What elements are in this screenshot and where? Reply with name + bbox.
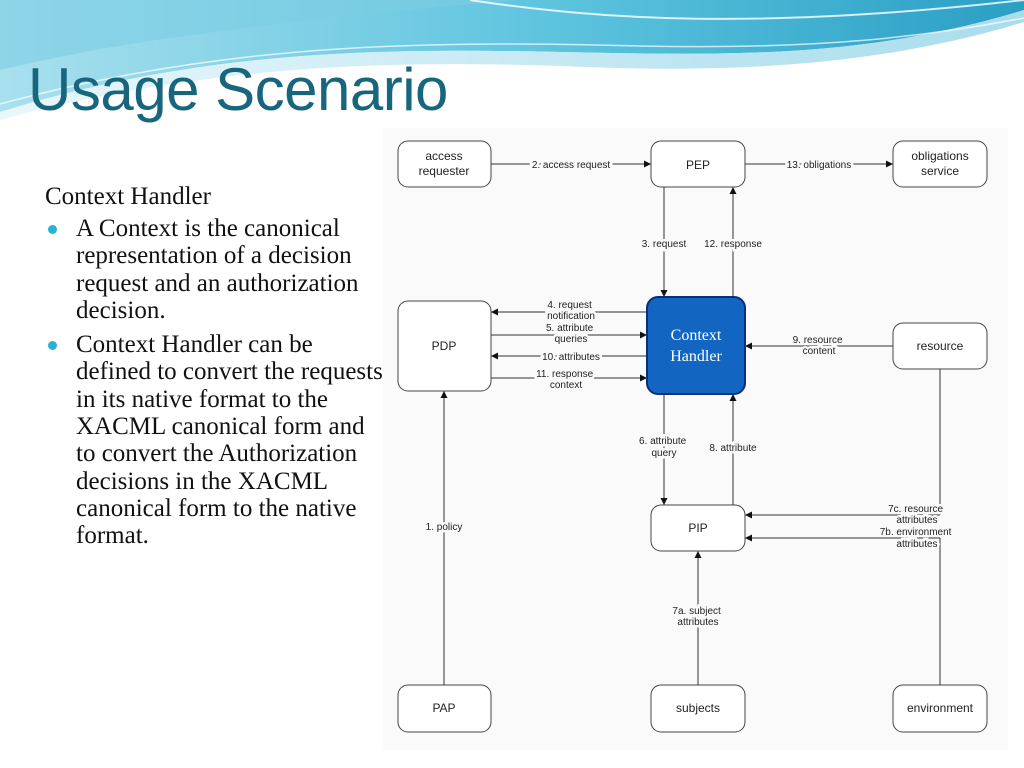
- edge-label-2: 2. access request: [532, 160, 611, 171]
- section-heading: Context Handler: [45, 183, 211, 210]
- edge-access-request: 2. access request: [491, 158, 651, 174]
- edge-attribute-query: 6. attribute query: [636, 394, 689, 505]
- node-pdp: PDP: [397, 300, 492, 392]
- svg-text:environment: environment: [907, 701, 974, 715]
- edge-label-6: 6. attribute query: [639, 436, 689, 459]
- edge-response: 12. response: [702, 187, 765, 297]
- bullet-text: A Context is the canonical representatio…: [76, 215, 359, 324]
- bullet-dot-icon: [48, 225, 57, 234]
- node-pep: PEP: [650, 140, 746, 188]
- edge-response-context: 11. response context: [491, 367, 647, 394]
- node-pip: PIP: [650, 504, 746, 552]
- diagram-background: [383, 128, 1008, 750]
- edge-request-notification: 4. request notification: [491, 298, 647, 325]
- slide-body: Context Handler A Context is the canonic…: [45, 182, 385, 557]
- node-pap: PAP: [397, 684, 492, 733]
- bullet-item: Context Handler can be defined to conver…: [45, 331, 385, 549]
- bullet-item: A Context is the canonical representatio…: [45, 215, 385, 324]
- edge-label-12: 12. response: [704, 239, 762, 250]
- edge-obligations: 13. obligations: [745, 158, 893, 174]
- edge-label-10: 10. attributes: [542, 352, 600, 363]
- edge-resource-attributes: 7c. resource attributes: [745, 369, 946, 529]
- edge-label-3: 3. request: [642, 239, 687, 250]
- edge-request: 3. request: [639, 187, 689, 297]
- edge-label-7b: 7b. environment attributes: [880, 527, 955, 550]
- edge-attributes: 10. attributes: [491, 350, 647, 366]
- edge-label-4: 4. request notification: [547, 300, 595, 322]
- edge-label-11: 11. response context: [536, 369, 596, 391]
- edge-label-5: 5. attribute queries: [546, 323, 596, 345]
- edge-resource-content: 9. resource content: [745, 333, 893, 360]
- edge-label-8: 8. attribute: [709, 443, 757, 454]
- svg-text:PDP: PDP: [432, 339, 457, 353]
- edge-environment-attributes: 7b. environment attributes: [745, 525, 955, 685]
- svg-text:PIP: PIP: [688, 521, 707, 535]
- svg-text:PAP: PAP: [432, 701, 455, 715]
- slide-title: Usage Scenario: [28, 56, 448, 123]
- svg-text:subjects: subjects: [676, 701, 720, 715]
- edge-label-7c: 7c. resource attributes: [888, 504, 946, 526]
- edge-policy: 1. policy: [423, 391, 465, 685]
- edge-subject-attributes: 7a. subject attributes: [670, 551, 724, 685]
- edge-attribute-queries: 5. attribute queries: [491, 321, 647, 348]
- node-resource: resource: [892, 322, 988, 370]
- edge-label-1: 1. policy: [426, 522, 463, 533]
- node-environment: environment: [892, 684, 988, 733]
- node-subjects: subjects: [650, 684, 746, 733]
- bullet-list: A Context is the canonical representatio…: [45, 215, 385, 550]
- edge-label-13: 13. obligations: [787, 160, 852, 171]
- edge-attribute: 8. attribute: [707, 394, 760, 505]
- xacml-dataflow-diagram: 2. access request 13. obligations 3. req…: [383, 128, 1008, 750]
- bullet-text: Context Handler can be defined to conver…: [76, 331, 383, 550]
- edge-label-9: 9. resource content: [793, 335, 846, 357]
- svg-text:resource: resource: [917, 339, 964, 353]
- bullet-dot-icon: [48, 341, 57, 351]
- header-wave-decoration: [0, 0, 1024, 120]
- svg-text:PEP: PEP: [686, 158, 710, 172]
- edge-label-7a: 7a. subject attributes: [672, 606, 723, 628]
